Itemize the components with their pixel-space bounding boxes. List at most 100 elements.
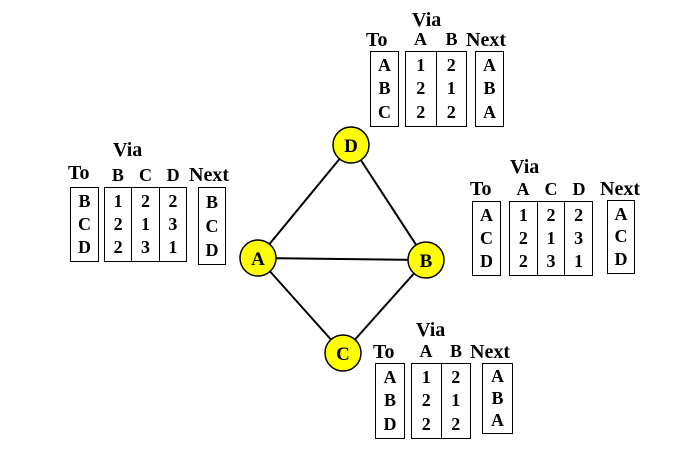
- cell: 1: [451, 390, 461, 411]
- cell: A: [383, 367, 397, 388]
- node-circle: [407, 241, 445, 279]
- cell: C: [78, 214, 91, 234]
- via-header: A: [414, 29, 427, 49]
- cell: 1: [574, 251, 584, 271]
- cell: 1: [446, 78, 456, 99]
- next-label: Next: [600, 178, 640, 200]
- via-label: Via: [113, 139, 143, 161]
- via-header: B: [111, 165, 124, 185]
- cell: 2: [574, 205, 584, 225]
- node-label: A: [251, 249, 265, 270]
- cell: 2: [421, 390, 431, 411]
- cell: 3: [140, 237, 150, 257]
- node-circle: [239, 239, 277, 277]
- cell: 2: [451, 367, 461, 388]
- cell: 2: [421, 413, 431, 434]
- via-header: A: [419, 341, 433, 361]
- via-column: 2 1 3: [131, 188, 158, 261]
- cell: B: [383, 390, 396, 411]
- cell: D: [383, 413, 397, 434]
- via-label: Via: [412, 9, 442, 31]
- edge-A-C: [257, 257, 344, 354]
- cell: D: [205, 239, 219, 260]
- via-header: C: [544, 179, 558, 199]
- to-label: To: [373, 341, 395, 363]
- cell: A: [491, 409, 504, 430]
- via-header: D: [572, 179, 586, 199]
- node-label: B: [420, 251, 433, 272]
- cell: C: [205, 215, 219, 236]
- cell: 1: [421, 367, 431, 388]
- to-label: To: [470, 178, 492, 200]
- cell: A: [378, 55, 391, 76]
- cell: 1: [416, 55, 426, 76]
- cell: B: [378, 78, 391, 99]
- cell: 2: [546, 205, 556, 225]
- cell: 2: [451, 413, 461, 434]
- cell: C: [480, 228, 493, 248]
- via-header: B: [449, 341, 462, 361]
- to-label: To: [68, 162, 90, 184]
- cell: B: [483, 78, 496, 99]
- cell: 2: [168, 191, 178, 211]
- next-label: Next: [466, 29, 506, 51]
- next-label: Next: [189, 164, 229, 186]
- node-label: D: [344, 136, 358, 157]
- via-header: B: [445, 29, 458, 49]
- via-header: A: [516, 179, 530, 199]
- node-A: A: [239, 239, 277, 277]
- cell: A: [614, 203, 628, 224]
- cell: 2: [446, 101, 456, 122]
- cell: 3: [574, 228, 584, 248]
- cell: 2: [113, 237, 123, 257]
- cell: A: [480, 205, 493, 225]
- next-label: Next: [470, 341, 510, 363]
- cell: 3: [546, 251, 556, 271]
- edge-A-D: [257, 144, 352, 259]
- cell: B: [78, 191, 91, 211]
- via-header: D: [166, 165, 180, 185]
- cell: C: [378, 101, 391, 122]
- node-circle: [324, 334, 362, 372]
- cell: 2: [446, 55, 456, 76]
- via-header: C: [138, 165, 152, 185]
- cell: B: [205, 191, 218, 212]
- cell: 3: [168, 214, 178, 234]
- cell: 1: [140, 214, 150, 234]
- cell: 2: [518, 228, 528, 248]
- node-circle: [332, 126, 370, 164]
- via-label: Via: [416, 319, 446, 341]
- cell: C: [614, 226, 628, 247]
- via-column: 2 3 1: [564, 202, 592, 275]
- cell: 2: [140, 191, 150, 211]
- cell: D: [78, 237, 91, 257]
- edge-C-B: [342, 259, 427, 354]
